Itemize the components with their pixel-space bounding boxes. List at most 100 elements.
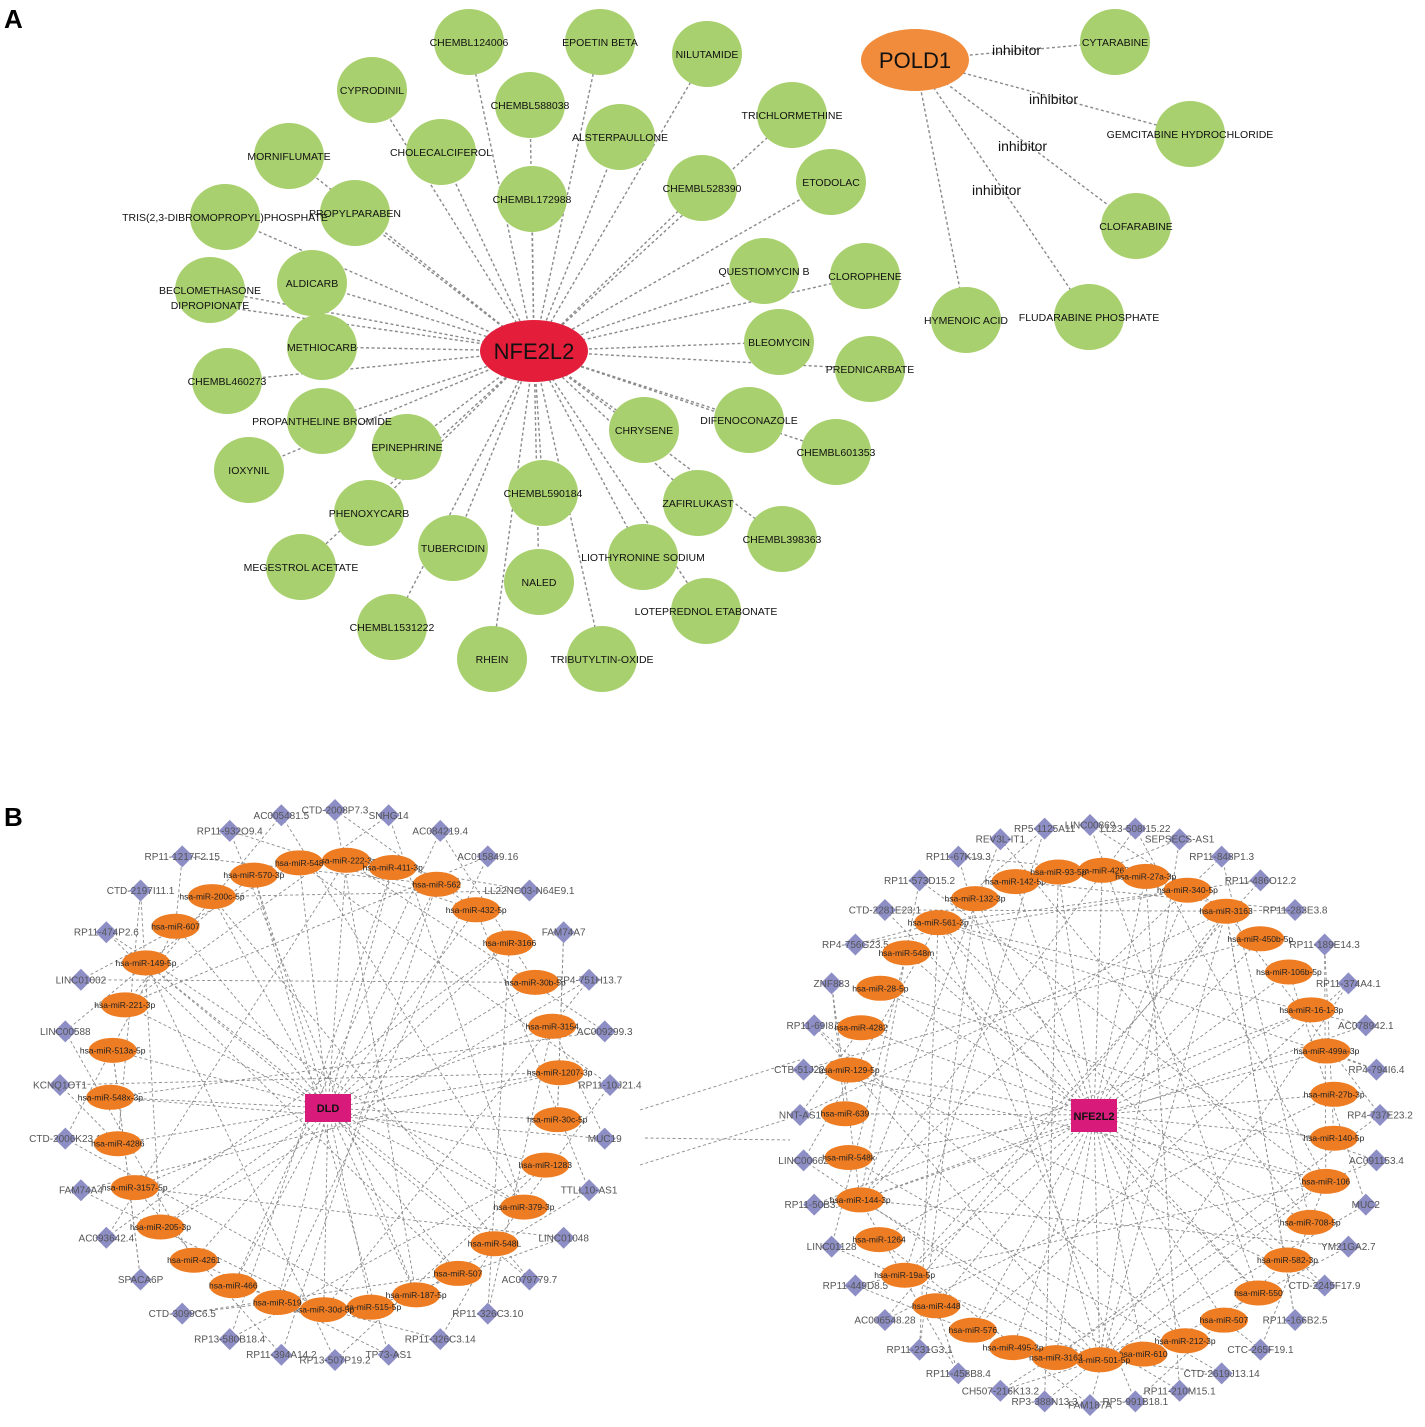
lncrna-label-rp13-507p19-2: RP13-507P19.2 xyxy=(299,1356,371,1367)
mirna-node-hsa-mir-515-5p xyxy=(346,1294,395,1320)
drug-label-chembl172988: CHEMBL172988 xyxy=(493,194,572,206)
mirna-label-hsa-mir-507: hsa-miR-507 xyxy=(434,1268,483,1278)
drug-node-prednicarbate xyxy=(835,336,905,402)
mirna-label-hsa-mir-495-3p: hsa-miR-495-3p xyxy=(983,1343,1044,1353)
lncrna-label-rp13-580b18-4: RP13-580B18.4 xyxy=(194,1335,266,1346)
mirna-label-hsa-mir-3157-5p: hsa-miR-3157-5p xyxy=(102,1183,168,1193)
mirna-node-hsa-mir-562 xyxy=(412,871,461,897)
mirna-label-hsa-mir-507: hsa-miR-507 xyxy=(1200,1315,1249,1325)
lncrna-node-rp11-486o12-2 xyxy=(1249,869,1272,892)
edge-lncrna-mirna xyxy=(958,856,1103,871)
drug-label-questiomycin-b: QUESTIOMYCIN B xyxy=(718,266,809,278)
drug-node-epoetin-beta xyxy=(565,9,635,75)
drug-label-chembl124006: CHEMBL124006 xyxy=(430,37,509,49)
mirna-node-hsa-mir-144-3p xyxy=(836,1187,885,1213)
drug-label-alsterpaullone: ALSTERPAULLONE xyxy=(572,132,668,144)
edge-lncrna-mirna xyxy=(1000,1181,1327,1392)
edge-nfe2l2-drug xyxy=(533,53,708,352)
mirna-label-hsa-mir-27a-3p: hsa-miR-27a-3p xyxy=(1115,871,1176,881)
mirna-label-hsa-mir-149-5p: hsa-miR-149-5p xyxy=(116,958,177,968)
edge-lncrna-mirna xyxy=(937,828,1045,924)
panel-label-a: A xyxy=(4,4,23,34)
drug-node-chembl528390 xyxy=(667,155,737,221)
lncrna-label-ac005481-5: AC005481.5 xyxy=(254,811,310,822)
lncrna-label-rp11-326c3-14: RP11-326C3.14 xyxy=(405,1335,476,1346)
drug-label-ioxynil: IOXYNIL xyxy=(228,465,270,477)
drug-node-tris-2-3-dibromopropyl-phosphate xyxy=(190,184,260,250)
edge-lncrna-mirna xyxy=(957,856,1101,1360)
edge-lncrna-mirna xyxy=(276,856,489,1303)
mirna-label-hsa-mir-448: hsa-miR-448 xyxy=(912,1301,961,1311)
drug-label-phenoxycarb: PHENOXYCARB xyxy=(329,508,410,520)
edge-hub-mirna xyxy=(298,862,329,1109)
edge-pold1-drug xyxy=(914,59,1090,318)
edge-hub-mirna xyxy=(906,952,1095,1116)
mirna-node-hsa-mir-149-5p xyxy=(122,950,171,976)
edge-lncrna-mirna xyxy=(323,979,590,1311)
mirna-node-hsa-mir-499a-3p xyxy=(1302,1038,1351,1064)
drug-node-difenoconazole xyxy=(714,387,784,453)
drug-label-epinephrine: EPINEPHRINE xyxy=(371,442,442,454)
edge-lncrna-mirna xyxy=(1099,1359,1222,1374)
drug-label-chembl460273: CHEMBL460273 xyxy=(188,376,267,388)
lncrna-label-tp73-as1: TP73-AS1 xyxy=(366,1350,413,1361)
drug-label-tubercidin: TUBERCIDIN xyxy=(421,543,485,555)
gene-label-pold1: POLD1 xyxy=(879,48,951,73)
drug-node-alsterpaullone xyxy=(585,104,655,170)
edge-hub-mirna xyxy=(276,1107,329,1303)
edge-lncrna-mirna xyxy=(1145,876,1181,1391)
pold1-drug-label-clofarabine: CLOFARABINE xyxy=(1099,221,1173,233)
lncrna-label-ctc-265f19-1: CTC-265F19.1 xyxy=(1227,1345,1294,1356)
mirna-label-hsa-mir-19a-5p: hsa-miR-19a-5p xyxy=(874,1270,935,1280)
mirna-label-hsa-mir-4267: hsa-miR-4267 xyxy=(1076,865,1130,875)
lncrna-label-linc01002: LINC01002 xyxy=(56,975,107,986)
drug-label-megestrol-acetate: MEGESTROL ACETATE xyxy=(244,562,359,574)
lncrna-label-rp11-166b2-5: RP11-166B2.5 xyxy=(1263,1316,1328,1327)
lncrna-node-rp3-388n13-3 xyxy=(1033,1390,1056,1413)
mirna-label-hsa-mir-27b-3p: hsa-miR-27b-3p xyxy=(1304,1089,1365,1099)
mirna-node-hsa-mir-212-3p xyxy=(1161,1328,1210,1354)
mirna-label-hsa-mir-548m: hsa-miR-548m xyxy=(878,948,934,958)
edge-hub-mirna xyxy=(327,1107,459,1274)
edge-hub-mirna xyxy=(327,1025,553,1109)
edge-hub-mirna xyxy=(327,1107,558,1121)
edge-lncrna-mirna xyxy=(860,1199,1349,1248)
mirna-node-hsa-mir-3163 xyxy=(1202,898,1251,924)
mirna-label-hsa-mir-4286: hsa-miR-4286 xyxy=(91,1139,145,1149)
edge-nfe2l2-drug xyxy=(440,151,535,352)
edge-hub-mirna xyxy=(1093,1114,1259,1294)
mirna-node-hsa-mir-432-5p xyxy=(452,897,501,923)
edge-nfe2l2-drug xyxy=(533,350,707,612)
panel-a-drug-nodes xyxy=(175,9,1225,692)
edge-nfe2l2-drug xyxy=(224,216,535,352)
edge-hub-mirna xyxy=(124,1004,329,1109)
mirna-node-hsa-mir-28-5p xyxy=(856,975,905,1001)
lncrna-label-rp11-449d8-5: RP11-449D8.5 xyxy=(823,1281,889,1292)
lncrna-node-linc01128 xyxy=(820,1235,843,1258)
edge-label-inhibitor-3: inhibitor xyxy=(998,138,1047,154)
drug-node-morniflumate xyxy=(254,123,324,189)
mirna-label-hsa-mir-519: hsa-miR-519 xyxy=(253,1297,302,1307)
lncrna-label-ctd-3099c6-5: CTD-3099C6.5 xyxy=(149,1309,217,1320)
edge-hub-mirna xyxy=(1093,971,1290,1116)
edge-lncrna-mirna xyxy=(551,1026,606,1139)
mirna-label-hsa-mir-513a-5p: hsa-miR-513a-5p xyxy=(80,1045,146,1055)
mirna-label-hsa-mir-3163: hsa-miR-3163 xyxy=(1029,1353,1083,1363)
lncrna-node-ll23-508i15-22 xyxy=(1124,817,1147,840)
lncrna-label-ac006548-28: AC006548.28 xyxy=(854,1316,916,1327)
lncrna-node-rp11-283e3-8 xyxy=(1284,898,1307,921)
edge-lncrna-mirna xyxy=(211,896,530,1280)
pold1-drug-node-hymenoic-acid xyxy=(931,287,1001,353)
edge-lncrna-mirna xyxy=(124,814,282,1006)
edge-hub-mirna xyxy=(1093,1114,1288,1261)
lncrna-node-ctd-2008p7-3 xyxy=(324,799,346,821)
edge-nfe2l2-drug xyxy=(533,136,621,352)
edge-lncrna-mirna xyxy=(182,1272,459,1315)
lncrna-node-rp11-848p1-3 xyxy=(1210,845,1233,868)
drug-node-naled xyxy=(504,549,574,615)
edge-lncrna-mirna xyxy=(803,1159,1100,1361)
edge-label-inhibitor-1: inhibitor xyxy=(992,42,1041,58)
lncrna-node-tp73-as1 xyxy=(377,1343,400,1366)
lncrna-node-ac093642-4 xyxy=(95,1226,118,1249)
